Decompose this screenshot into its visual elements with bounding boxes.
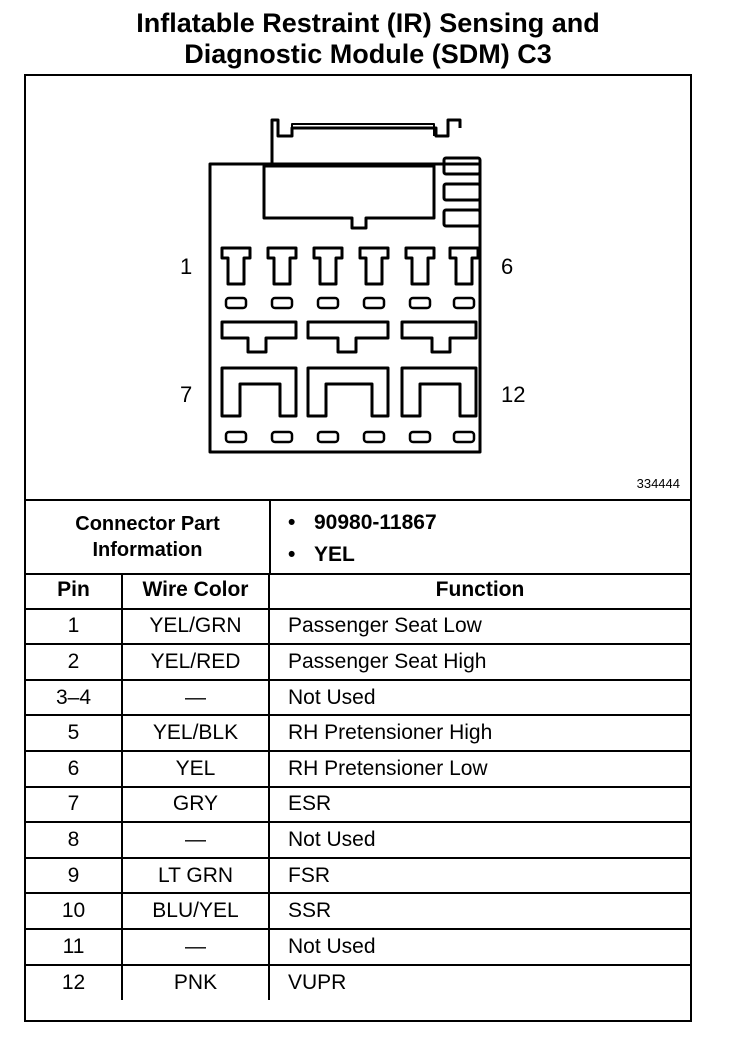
connector-info-label-line-2: Information <box>92 539 203 561</box>
pin-cell: 8 <box>26 822 123 859</box>
pin-cell: 9 <box>26 857 123 895</box>
wire-color-cell: — <box>122 679 270 717</box>
function-cell: ESR <box>269 786 690 824</box>
function-cell: Not Used <box>269 822 690 859</box>
title-line-1: Inflatable Restraint (IR) Sensing and <box>136 8 600 38</box>
wire-color-cell: — <box>122 928 270 966</box>
connector-part-info: Connector Part Information •90980-11867 … <box>26 501 690 575</box>
wire-color-cell: PNK <box>122 964 270 1001</box>
pin-cell: 2 <box>26 644 123 681</box>
figure-number: 334444 <box>636 476 680 491</box>
function-cell: Not Used <box>269 928 690 966</box>
locking-tabs-row-1 <box>224 296 476 310</box>
connector-info-item: •90980-11867 <box>288 511 437 534</box>
connector-info-label: Connector Part Information <box>26 501 271 573</box>
table-row: 11—Not Used <box>26 928 690 966</box>
part-number: 90980-11867 <box>314 511 437 534</box>
function-cell: FSR <box>269 857 690 895</box>
header-pin: Pin <box>26 573 123 610</box>
header-wire-color: Wire Color <box>122 573 270 610</box>
pin-cell: 12 <box>26 964 123 1001</box>
top-row-terminals <box>220 246 480 286</box>
pin-label-1: 1 <box>180 254 193 279</box>
wire-color-cell: YEL <box>122 750 270 788</box>
connector-latch <box>270 118 462 164</box>
pin-label-7: 7 <box>180 382 193 407</box>
wire-color-cell: BLU/YEL <box>122 893 270 930</box>
pin-cell: 1 <box>26 608 123 646</box>
side-slot-2 <box>442 182 482 202</box>
function-cell: VUPR <box>288 970 347 994</box>
function-cell: SSR <box>269 893 690 930</box>
wire-color-cell: YEL/GRN <box>122 608 270 646</box>
title-line-2: Diagnostic Module (SDM) C3 <box>184 39 552 69</box>
pin-cell: 5 <box>26 715 123 752</box>
pin-label-12: 12 <box>501 382 526 407</box>
connector-color: YEL <box>314 543 355 566</box>
pin-cell: 7 <box>26 786 123 824</box>
locking-tabs-row-2 <box>224 430 476 444</box>
connector-latch-inner <box>291 123 435 136</box>
connector-face-drawing <box>208 118 482 454</box>
bottom-row-terminals <box>220 366 478 418</box>
connector-info-item: •YEL <box>288 543 355 566</box>
header-function: Function <box>269 573 690 610</box>
pin-cell: 6 <box>26 750 123 788</box>
function-cell: RH Pretensioner High <box>269 715 690 752</box>
connector-diagram: 1 6 7 12 334444 <box>26 76 690 501</box>
side-slot-1 <box>442 156 482 176</box>
table-header-row: Pin Wire Color Function <box>26 573 690 610</box>
connector-info-label-line-1: Connector Part <box>75 513 220 535</box>
wire-color-cell: YEL/BLK <box>122 715 270 752</box>
wire-color-cell: — <box>122 822 270 859</box>
pin-cell: 10 <box>26 893 123 930</box>
table-row: 8—Not Used <box>26 822 690 859</box>
function-cell: Passenger Seat High <box>269 644 690 681</box>
function-cell: Passenger Seat Low <box>269 608 690 646</box>
pin-cell: 3–4 <box>26 679 123 717</box>
connector-window <box>262 164 436 230</box>
connector-housing <box>208 162 482 454</box>
t-shaped-keys <box>220 320 478 354</box>
pin-cell: 11 <box>26 928 123 966</box>
pin-label-6: 6 <box>501 254 514 279</box>
connector-info-values: •90980-11867 •YEL <box>288 507 437 571</box>
wire-color-cell: GRY <box>122 786 270 824</box>
function-cell: RH Pretensioner Low <box>269 750 690 788</box>
table-row: 3–4—Not Used <box>26 679 690 717</box>
function-cell: Not Used <box>269 679 690 717</box>
wire-color-cell: YEL/RED <box>122 644 270 681</box>
wire-color-cell: LT GRN <box>122 857 270 895</box>
page-title: Inflatable Restraint (IR) Sensing and Di… <box>0 8 736 70</box>
connector-frame: 1 6 7 12 334444 Connector Part Informati… <box>24 74 692 1022</box>
side-slot-3 <box>442 208 482 228</box>
